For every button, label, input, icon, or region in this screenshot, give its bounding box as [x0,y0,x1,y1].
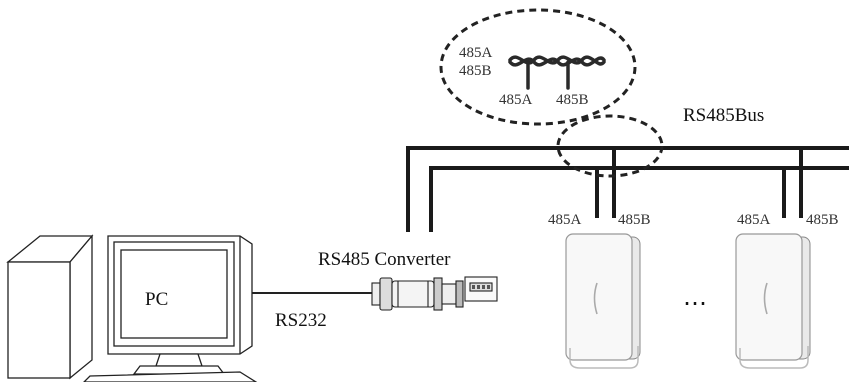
converter-label: RS485 Converter [318,249,451,270]
inset-line-a-label: 485A [459,45,493,61]
more-readers-ellipsis: … [683,283,707,311]
pc-computer: PC [6,234,258,382]
rs232-label: RS232 [275,310,327,331]
twisted-pair-icon [508,55,606,90]
inset-terminal-b-label: 485B [556,92,589,108]
card-reader-1: 485A 485B [548,212,651,369]
reader-1-terminal-a-label: 485A [548,212,582,228]
pc-tower [6,234,94,380]
inset-terminal-a-label: 485A [499,92,533,108]
rs485-converter [371,276,498,311]
pc-monitor [83,235,258,382]
reader-2-terminal-b-label: 485B [806,212,839,228]
pc-label: PC [145,289,168,310]
zoom-circle [556,114,664,178]
reader-drop-wires [595,148,803,218]
reader-2-terminal-a-label: 485A [737,212,771,228]
bus-wire-a [406,146,849,232]
twisted-pair-inset: 485A 485B 485A 485B [439,8,637,126]
rs485-bus [406,146,849,232]
card-reader-2: 485A 485B [735,212,839,369]
inset-line-b-label: 485B [459,63,492,79]
reader-1-terminal-b-label: 485B [618,212,651,228]
bus-wire-b [429,166,849,232]
bus-label: RS485Bus [683,105,764,126]
